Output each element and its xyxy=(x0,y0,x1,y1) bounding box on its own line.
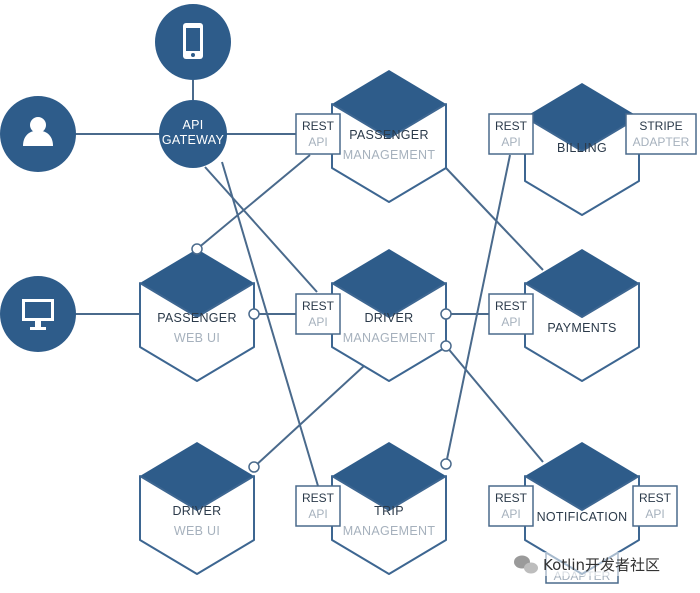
service-payments[interactable]: PAYMENTS xyxy=(524,249,640,382)
watermark: Kotlin开发者社区 xyxy=(514,552,686,576)
service-trip-management[interactable]: TRIP MANAGEMENT xyxy=(331,442,447,575)
api-gateway-label-line1: API xyxy=(182,118,203,132)
port-passenger-web-right xyxy=(248,308,260,320)
driver-management-label-line1: DRIVER xyxy=(364,311,413,325)
port-driver-mgmt-right xyxy=(440,308,452,320)
port-driver-mgmt-lower-right xyxy=(440,340,452,352)
monitor-icon xyxy=(22,299,54,330)
rest-api-billing[interactable]: REST API xyxy=(488,113,534,155)
watermark-text: Kotlin开发者社区 xyxy=(543,556,660,574)
passenger-web-ui-label-line1: PASSENGER xyxy=(157,311,237,325)
service-billing[interactable]: BILLING xyxy=(524,83,640,216)
phone-node[interactable] xyxy=(155,4,231,80)
monitor-node[interactable] xyxy=(0,276,76,352)
payments-label: PAYMENTS xyxy=(547,321,616,335)
rest-label: REST xyxy=(302,119,335,133)
wechat-icon xyxy=(514,555,538,574)
notification-label: NOTIFICATION xyxy=(537,510,628,524)
passenger-management-label-line1: PASSENGER xyxy=(349,128,429,142)
rest-label: REST xyxy=(495,491,528,505)
rest-label: REST xyxy=(302,299,335,313)
stripe-label: STRIPE xyxy=(639,119,682,133)
phone-icon xyxy=(183,23,203,59)
rest-label: REST xyxy=(639,491,672,505)
service-passenger-management[interactable]: PASSENGER MANAGEMENT xyxy=(331,70,447,203)
rest-api-payments[interactable]: REST API xyxy=(488,293,534,335)
user-icon xyxy=(23,117,53,146)
api-label: API xyxy=(308,135,327,149)
api-label: API xyxy=(501,135,520,149)
connector-passenger-mgmt-payments xyxy=(445,167,544,271)
api-label: API xyxy=(501,507,520,521)
billing-label: BILLING xyxy=(557,141,607,155)
driver-management-label-line2: MANAGEMENT xyxy=(343,331,436,345)
service-passenger-web-ui[interactable]: PASSENGER WEB UI xyxy=(139,249,255,382)
passenger-management-label-line2: MANAGEMENT xyxy=(343,148,436,162)
rest-api-notification-right[interactable]: REST API xyxy=(632,485,678,527)
connector-driver-web-driver-mgmt xyxy=(253,364,366,468)
api-gateway-label-line2: GATEWAY xyxy=(162,133,225,147)
adapter-label: ADAPTER xyxy=(633,135,690,149)
api-label: API xyxy=(501,315,520,329)
service-driver-web-ui[interactable]: DRIVER WEB UI xyxy=(139,442,255,575)
connector-trip-billing xyxy=(445,154,511,465)
api-label: API xyxy=(308,315,327,329)
connector-driver-mgmt-notification xyxy=(445,345,544,463)
user-node[interactable] xyxy=(0,96,76,172)
rest-label: REST xyxy=(302,491,335,505)
port-driver-web-top xyxy=(248,461,260,473)
rest-label: REST xyxy=(495,299,528,313)
port-trip-right xyxy=(440,458,452,470)
rest-api-trip-management[interactable]: REST API xyxy=(295,485,341,527)
port-passenger-web-top xyxy=(191,243,203,255)
passenger-web-ui-label-line2: WEB UI xyxy=(174,331,220,345)
connector-gateway-driver-mgmt xyxy=(204,166,318,293)
trip-management-label-line2: MANAGEMENT xyxy=(343,524,436,538)
connector-passenger-web-passenger-mgmt xyxy=(196,154,311,250)
stripe-adapter-box[interactable]: STRIPE ADAPTER xyxy=(625,113,697,155)
rest-label: REST xyxy=(495,119,528,133)
service-notification[interactable]: NOTIFICATION xyxy=(524,442,640,575)
api-label: API xyxy=(645,507,664,521)
connectors xyxy=(71,80,544,487)
rest-api-passenger-management[interactable]: REST API xyxy=(295,113,341,155)
rest-api-driver-management[interactable]: REST API xyxy=(295,293,341,335)
trip-management-label-line1: TRIP xyxy=(374,504,404,518)
connector-ports xyxy=(191,243,452,473)
driver-web-ui-label-line2: WEB UI xyxy=(174,524,220,538)
rest-api-notification-left[interactable]: REST API xyxy=(488,485,534,527)
service-driver-management[interactable]: DRIVER MANAGEMENT xyxy=(331,249,447,382)
driver-web-ui-label-line1: DRIVER xyxy=(172,504,221,518)
api-gateway[interactable]: API GATEWAY xyxy=(159,100,227,168)
api-label: API xyxy=(308,507,327,521)
